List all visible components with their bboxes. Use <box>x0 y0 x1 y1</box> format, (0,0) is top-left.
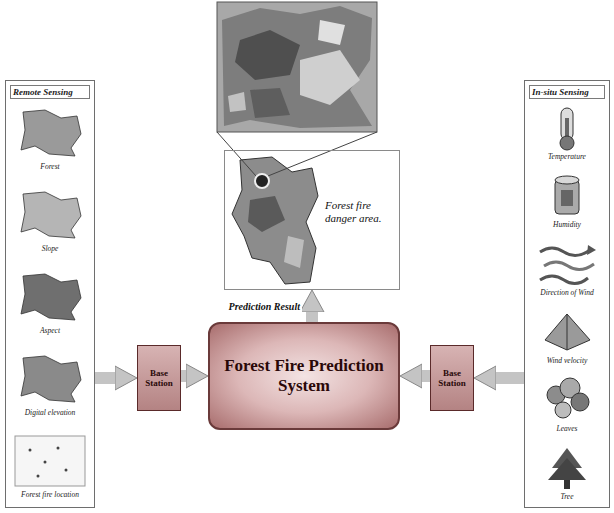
remote-thumbnails <box>21 356 81 402</box>
wind-direction-icon <box>540 276 588 284</box>
remote-thumbnails <box>21 274 81 320</box>
panel-heading: Remote Sensing <box>10 85 90 99</box>
item-caption: Leaves <box>525 425 609 434</box>
item-caption: Forest <box>6 163 94 172</box>
region-map <box>232 157 318 284</box>
remote-sensing-panel: Remote SensingForestSlopeAspectDigital e… <box>5 80 95 508</box>
base-station-box: Base Station <box>430 345 474 411</box>
zoom-leader <box>217 132 377 176</box>
remote-thumbnails <box>37 475 40 478</box>
region-map <box>248 196 285 232</box>
zoomed-map <box>228 92 246 112</box>
flow-arrow <box>95 372 119 384</box>
remote-thumbnails <box>57 447 60 450</box>
region-map <box>232 157 318 284</box>
leaves-icon <box>547 378 589 418</box>
flow-arrow <box>492 372 524 384</box>
zoomed-map <box>235 30 300 80</box>
region-map <box>284 236 304 268</box>
item-caption: Humidity <box>525 221 609 230</box>
tree-icon <box>548 458 586 480</box>
zoomed-map <box>222 6 372 128</box>
item-caption: Forest fire location <box>6 491 94 500</box>
item-caption: Temperature <box>525 153 609 162</box>
box-label: Base Station <box>434 368 470 389</box>
danger-spot <box>255 174 269 188</box>
wind-velocity-icon <box>567 314 568 350</box>
zoom-leader <box>217 132 256 176</box>
wind-direction-icon <box>540 248 590 256</box>
zoomed-map <box>217 2 377 132</box>
zoomed-map <box>300 50 360 105</box>
remote-thumbnails <box>21 110 81 156</box>
wind-direction-icon <box>544 262 594 270</box>
item-caption: Slope <box>6 245 94 254</box>
flow-arrow <box>181 370 190 382</box>
zoom-leader <box>268 132 377 176</box>
wind-direction-icon <box>587 245 596 255</box>
humidity-icon <box>555 180 579 214</box>
flow-arrow <box>306 308 318 322</box>
edge-label: Prediction Result <box>227 301 302 312</box>
zoomed-map <box>217 2 377 132</box>
box-label: Base Station <box>141 368 177 389</box>
humidity-icon <box>555 176 579 184</box>
item-caption: Wind velocity <box>525 357 609 366</box>
item-caption: Aspect <box>6 327 94 336</box>
humidity-icon <box>561 190 573 206</box>
remote-thumbnails <box>65 469 68 472</box>
wind-direction-icon <box>540 245 596 284</box>
danger-spot <box>255 174 269 188</box>
map-annotation: Forest fire danger area. <box>323 199 395 224</box>
remote-thumbnails <box>29 449 32 452</box>
flow-arrow <box>418 370 430 382</box>
zoomed-map <box>318 20 345 45</box>
base-station-box: Base Station <box>137 345 181 411</box>
wind-velocity-icon <box>545 314 590 350</box>
panel-heading: In-situ Sensing <box>529 85 605 99</box>
humidity-icon <box>555 176 579 214</box>
thermometer-icon <box>560 136 574 150</box>
thermometer-icon <box>561 108 573 140</box>
leaves-icon <box>555 402 571 418</box>
remote-thumbnails <box>44 461 47 464</box>
zoomed-map <box>250 88 290 118</box>
tree-icon <box>548 448 586 489</box>
danger-map-box: Forest fire danger area. <box>224 150 400 290</box>
item-caption: Direction of Wind <box>525 289 609 298</box>
tree-icon <box>564 480 570 489</box>
prediction-system-box: Forest Fire Prediction System <box>208 322 400 430</box>
box-label: Forest Fire Prediction System <box>224 356 384 397</box>
in-situ-sensing-panel: In-situ SensingTemperatureHumidityDirect… <box>524 80 610 508</box>
remote-thumbnails <box>15 436 85 486</box>
leaves-icon <box>571 393 589 411</box>
item-caption: Digital elevation <box>6 409 94 418</box>
wind-velocity-icon <box>545 314 590 350</box>
remote-thumbnails <box>21 192 81 238</box>
item-caption: Tree <box>525 493 609 502</box>
thermometer-icon <box>560 108 574 150</box>
